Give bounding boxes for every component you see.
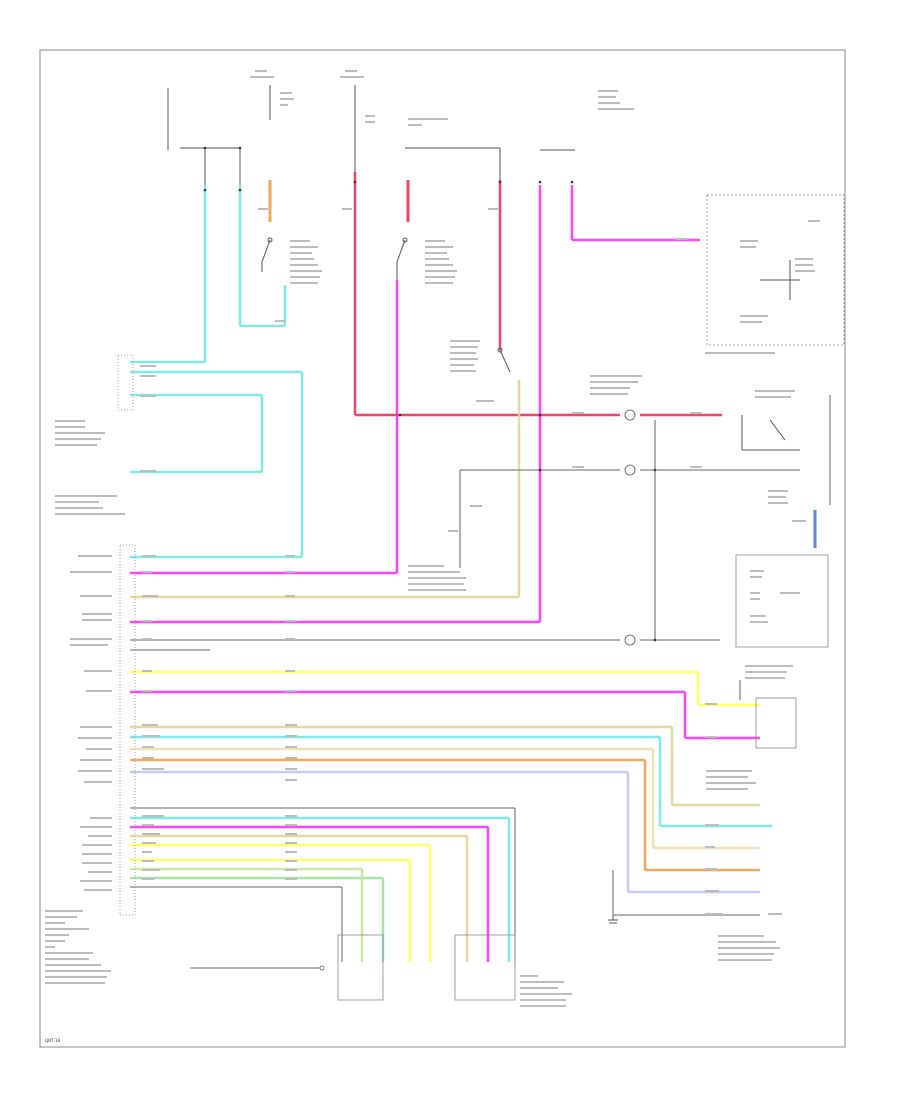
illegible-label-marks bbox=[45, 70, 820, 1007]
ecm-pin-label-marks bbox=[70, 365, 782, 915]
transmission-connector-strip bbox=[117, 354, 134, 411]
gear-position-switch-box bbox=[735, 554, 829, 648]
diagram-frame bbox=[39, 49, 846, 1048]
black-signal-wires bbox=[130, 395, 831, 969]
connector-block-right bbox=[454, 934, 516, 1001]
cyan-wires bbox=[130, 185, 772, 962]
magenta-wires bbox=[130, 185, 760, 962]
component-boxes bbox=[117, 194, 845, 1001]
ground-symbols bbox=[608, 915, 618, 924]
terminal-dots bbox=[203, 146, 657, 642]
switches bbox=[261, 237, 800, 451]
ecm-connector-strip bbox=[119, 544, 136, 916]
instrument-panel-cluster-box bbox=[706, 194, 845, 346]
top-fuse-feeds bbox=[167, 85, 575, 185]
connector-block-left bbox=[337, 934, 384, 1001]
page-code: ЦИТ-18 bbox=[45, 1038, 61, 1043]
red-wires bbox=[353, 172, 722, 417]
tan-wires bbox=[130, 380, 760, 962]
yellow-wires bbox=[130, 670, 760, 962]
inline-connectors bbox=[319, 409, 636, 971]
shift-solenoid-box bbox=[755, 697, 797, 749]
misc-colored-wires bbox=[130, 180, 817, 962]
